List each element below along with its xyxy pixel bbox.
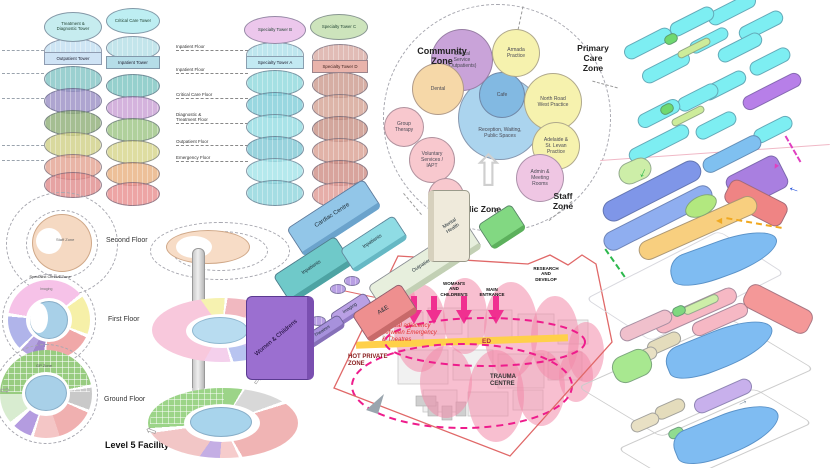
stack-ground-core — [190, 407, 252, 437]
first-floor-core-crescent — [30, 303, 48, 333]
bubble-armada-practice: Armada Practice — [492, 29, 540, 77]
gp-zone-label: GP Zone — [36, 363, 52, 368]
women-childrens-label: Women & Childrens — [254, 318, 300, 358]
stack-first-core — [192, 317, 248, 344]
tower-specialty-b: Specialty Tower B — [244, 16, 306, 44]
small-cylinder — [330, 284, 346, 294]
block-mental-health: Mental Health — [428, 190, 470, 262]
research-develop-label: RESEARCH AND DEVELOP — [533, 266, 559, 282]
bubble-voluntary: Voluntary Services / IAPT — [409, 137, 455, 183]
ward-block — [746, 44, 794, 79]
second-floor-label: Second Floor — [106, 237, 148, 244]
tower-disc — [246, 180, 304, 206]
floor-label-inpatient-1: Inpatient Floor — [176, 44, 248, 52]
yellow-adjacency-band — [355, 334, 569, 349]
mental-health-label: Mental Health — [441, 216, 461, 235]
tower-treatment-diagnostic: Treatment & Diagnostic Tower — [44, 12, 102, 42]
tower-specialty-a: Specialty Tower A — [246, 56, 304, 69]
block-women-childrens: Women & Childrens — [246, 296, 314, 380]
tower-specialty-c: Specialty Tower C — [310, 14, 368, 40]
floor-label-inpatient-2: Inpatient Floor — [176, 67, 248, 75]
tower-critical-care: Critical Care Tower — [106, 8, 160, 34]
tower-disc — [44, 66, 102, 92]
floor-label-diagnostic: Diagnostic & Treatment Floor — [176, 112, 248, 125]
tower-disc — [106, 74, 160, 98]
flow-up-arrow-icon: ⇧ — [470, 147, 507, 196]
floor-label-emergency: Emergency Floor — [176, 155, 248, 163]
floor-label-critical-care: Critical Care Floor — [176, 92, 248, 100]
level5-facility-label: Level 5 Facility — [105, 440, 170, 450]
tower-specialty-d: Specialty Tower D — [312, 60, 368, 73]
ground-floor-label: Ground Floor — [104, 396, 146, 403]
guide-line — [2, 98, 44, 99]
guide-line — [2, 160, 44, 161]
stack-top-plate-outline — [150, 222, 290, 280]
second-floor-core — [36, 228, 62, 254]
entrance-arrow-icon: ⇨ — [0, 383, 11, 397]
hot-private-zone-label: HOT PRIVATE ZONE — [348, 354, 388, 367]
ground-floor-waiting-area — [25, 375, 67, 411]
nav-arrow-icon — [366, 394, 384, 414]
womans-childrens-caps-label: WOMAN'S AND CHILDREN'S — [440, 281, 468, 297]
ground-floor-ring-outline — [0, 344, 98, 444]
yellow-arrowhead-icon: ◀ — [716, 216, 723, 225]
floor-label-outpatient: Outpatient Floor — [176, 139, 248, 147]
tower-disc — [106, 96, 160, 120]
tower-disc — [106, 140, 160, 164]
bubble-admin-meeting: Admin & Meeting Rooms — [516, 154, 564, 202]
ed-dashed-ellipse — [384, 317, 586, 367]
bubble-dental: Dental — [412, 63, 464, 115]
site-boundary — [333, 254, 613, 457]
trauma-centre-label: TRAUMA CENTRE — [490, 374, 516, 387]
first-floor-imaging-label: Imaging — [40, 287, 53, 291]
tower-inpatient-band: Inpatient Tower — [106, 56, 160, 69]
ed-label: ED — [482, 338, 492, 345]
bubble-north-road: North Road West Practice — [524, 73, 582, 131]
tower-disc — [44, 132, 102, 158]
guide-line — [2, 50, 44, 51]
community-zone-label: Community Zone — [417, 46, 467, 67]
second-floor-staff-zone-label: Staff Zone — [56, 237, 75, 242]
bubble-cafe: Cafe — [479, 72, 525, 118]
guide-line — [2, 145, 44, 146]
specialty-block — [740, 70, 804, 113]
small-cylinder — [344, 276, 360, 286]
first-floor-label: First Floor — [108, 316, 140, 323]
tower-disc — [106, 118, 160, 142]
specialist-clinical-zone-label: Specialist Clinical Zone — [29, 274, 71, 279]
magenta-dashed-arrow — [784, 135, 802, 163]
main-entrance-label: MAIN ENTRANCE — [479, 287, 505, 298]
tower-outpatient-band: Outpatient Tower — [44, 52, 102, 65]
entry-arrows — [406, 296, 504, 324]
tower-disc — [106, 182, 160, 206]
guide-line — [2, 73, 44, 74]
bubble-group-therapy: Group Therapy — [384, 107, 424, 147]
primary-care-zone-label: Primary Care Zone — [577, 43, 609, 73]
staff-zone-label: Staff Zone — [552, 191, 574, 211]
